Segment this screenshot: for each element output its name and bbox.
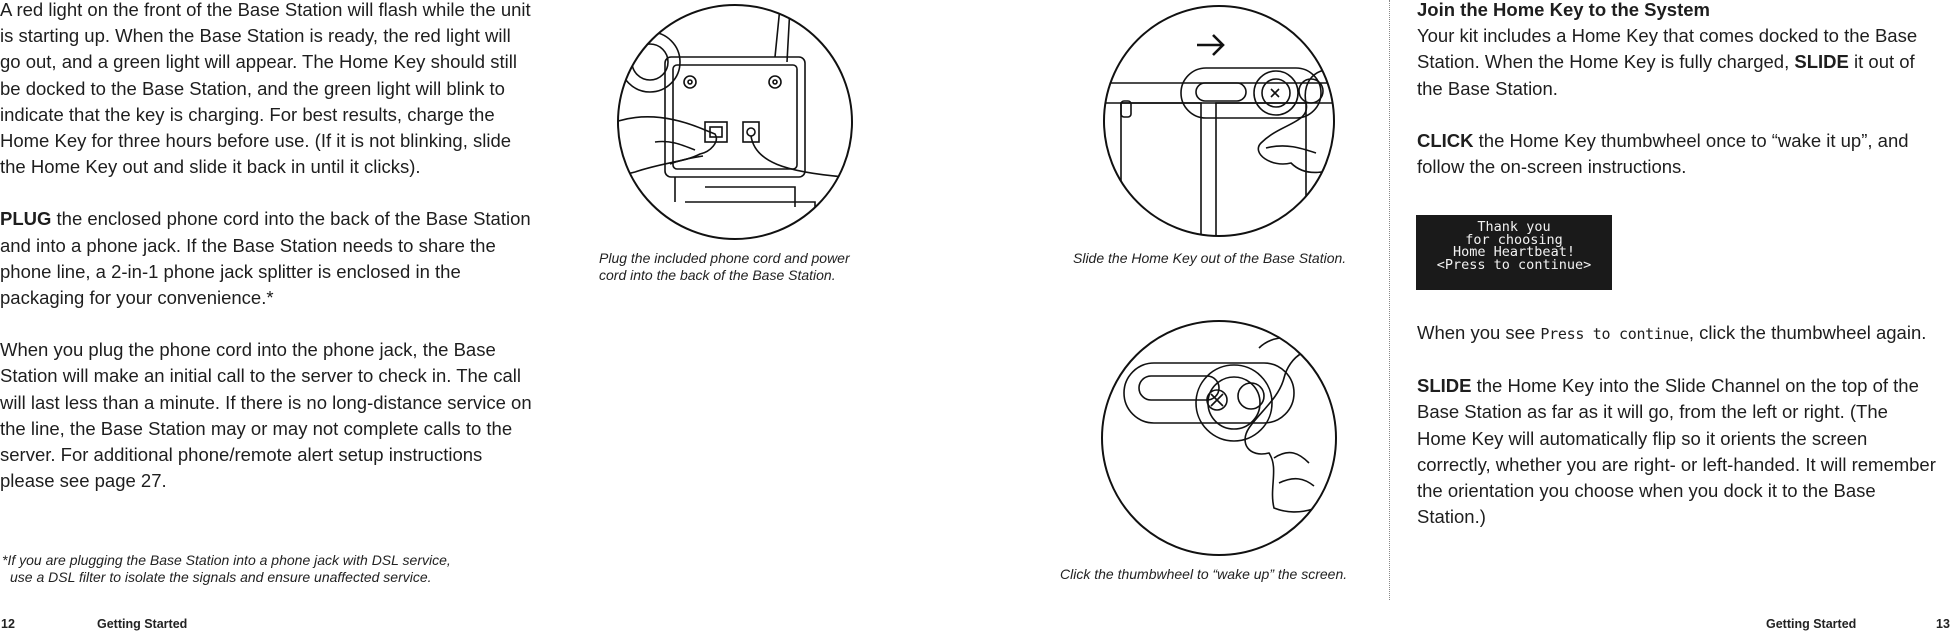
caption-plug-line-1: Plug the included phone cord and power: [599, 250, 850, 266]
illustration-slide-key: [1101, 3, 1337, 239]
lcd-line-2: for choosing: [1465, 231, 1563, 248]
intro-paragraph: Join the Home Key to the System Your kit…: [1417, 0, 1937, 102]
lcd-line-3: Home Heartbeat!: [1453, 244, 1575, 260]
slide-channel-paragraph: SLIDE the Home Key into the Slide Channe…: [1417, 373, 1937, 530]
footer-left-section: Getting Started: [97, 617, 188, 631]
see-text-a: When you see: [1417, 322, 1541, 343]
slide-text: the Home Key into the Slide Channel on t…: [1417, 375, 1936, 528]
click-text: the Home Key thumbwheel once to “wake it…: [1417, 129, 1909, 178]
dsl-footnote: *If you are plugging the Base Station in…: [2, 552, 522, 586]
right-body-column-lower: When you see Press to continue, click th…: [1417, 320, 1937, 556]
plug-keyword: PLUG: [0, 208, 52, 230]
paragraph-red-light: A red light on the front of the Base Sta…: [0, 0, 531, 178]
intro-text-b: it out of the Base Station.: [1417, 51, 1915, 99]
caption-plug-line-2: cord into the back of the Base Station.: [599, 267, 836, 283]
thumbwheel-drawing: [1101, 320, 1337, 556]
home-key-lcd-screen: Thank you for choosing Home Heartbeat! <…: [1416, 215, 1612, 290]
click-paragraph: CLICK the Home Key thumbwheel once to “w…: [1417, 128, 1937, 180]
footer-right-section: Getting Started: [1766, 617, 1857, 631]
footnote-line-2: use a DSL filter to isolate the signals …: [10, 569, 432, 585]
see-text-b: , click the thumbwheel again.: [1688, 322, 1927, 343]
footer-right-page-number: 13: [1936, 617, 1950, 631]
press-continue-inline: Press to continue: [1540, 325, 1689, 343]
plug-text: the enclosed phone cord into the back of…: [0, 208, 531, 309]
footnote-line-1: *If you are plugging the Base Station in…: [2, 552, 451, 568]
page-divider: [1389, 0, 1390, 600]
press-continue-paragraph: When you see Press to continue, click th…: [1417, 320, 1937, 347]
caption-plug: Plug the included phone cord and power c…: [599, 250, 899, 284]
intro-text-a: Your kit includes a Home Key that comes …: [1417, 25, 1918, 73]
slide-keyword: SLIDE: [1794, 51, 1849, 73]
caption-slide: Slide the Home Key out of the Base Stati…: [1073, 250, 1347, 266]
paragraph-plug: PLUG the enclosed phone cord into the ba…: [0, 206, 532, 311]
slide-keyword-2: SLIDE: [1417, 375, 1472, 397]
left-body-column: A red light on the front of the Base Sta…: [0, 0, 532, 520]
illustration-click-thumbwheel: [1099, 318, 1339, 558]
caption-click: Click the thumbwheel to “wake up” the sc…: [1060, 566, 1348, 582]
footer-left-page-number: 12: [1, 617, 15, 631]
click-keyword: CLICK: [1417, 129, 1474, 151]
section-heading: Join the Home Key to the System: [1417, 0, 1710, 20]
right-body-column: Join the Home Key to the System Your kit…: [1417, 0, 1937, 206]
lcd-line-1: Thank you: [1477, 219, 1551, 235]
base-station-back-drawing: [617, 4, 853, 240]
illustration-plug-cord: [615, 2, 855, 242]
paragraph-initial-call: When you plug the phone cord into the ph…: [0, 339, 532, 492]
slide-key-drawing: [1103, 5, 1335, 237]
lcd-line-4: <Press to continue>: [1436, 256, 1592, 273]
